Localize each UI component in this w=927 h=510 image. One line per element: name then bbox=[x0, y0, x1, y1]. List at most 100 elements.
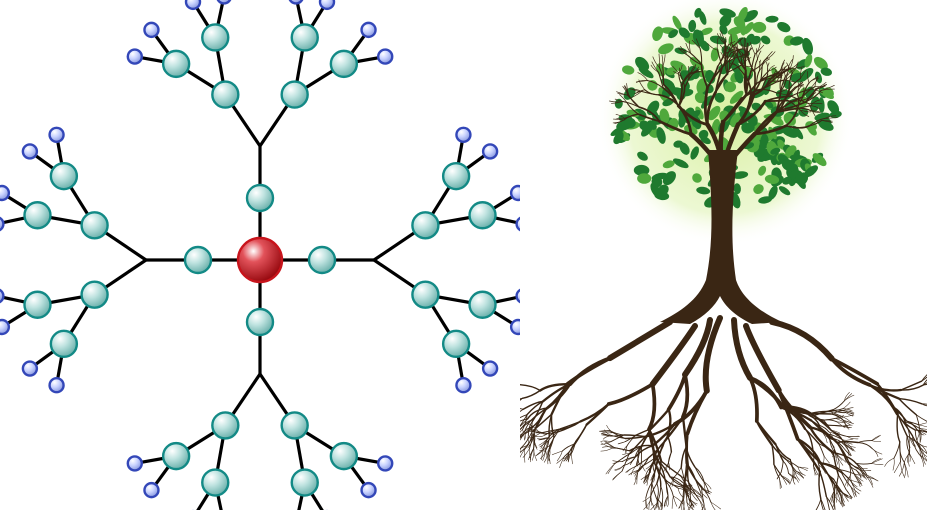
root bbox=[872, 449, 878, 457]
root bbox=[610, 322, 670, 358]
root bbox=[779, 478, 780, 489]
root bbox=[894, 462, 900, 473]
terminal-node bbox=[511, 320, 520, 334]
root bbox=[901, 462, 904, 477]
root bbox=[609, 384, 653, 404]
root bbox=[601, 448, 612, 451]
leaf bbox=[724, 82, 736, 93]
terminal-node bbox=[0, 217, 3, 231]
terminal-node bbox=[0, 320, 9, 334]
root bbox=[919, 423, 927, 425]
generation-1-node bbox=[309, 247, 335, 273]
terminal-node bbox=[144, 483, 158, 497]
terminal-node bbox=[23, 144, 37, 158]
generation-2-node bbox=[282, 82, 308, 108]
root bbox=[811, 414, 832, 415]
terminal-node bbox=[144, 23, 158, 37]
root bbox=[781, 461, 783, 472]
terminal-node bbox=[0, 289, 3, 303]
root bbox=[571, 454, 572, 464]
root bbox=[657, 483, 659, 498]
generation-3-node bbox=[51, 163, 77, 189]
root bbox=[649, 384, 654, 429]
root bbox=[919, 425, 927, 428]
root bbox=[650, 500, 655, 510]
root bbox=[668, 410, 671, 436]
generation-3-node bbox=[202, 24, 228, 50]
terminal-node bbox=[456, 378, 470, 392]
root bbox=[520, 385, 540, 391]
generation-3-node bbox=[163, 443, 189, 469]
generation-3-node bbox=[202, 470, 228, 496]
root bbox=[858, 441, 872, 443]
terminal-node bbox=[362, 483, 376, 497]
terminal-node bbox=[511, 186, 520, 200]
root bbox=[837, 422, 845, 428]
root bbox=[843, 402, 850, 409]
root bbox=[602, 447, 614, 448]
generation-3-node bbox=[163, 51, 189, 77]
generation-1-node bbox=[247, 185, 273, 211]
root bbox=[842, 439, 853, 440]
tree-roots bbox=[520, 318, 927, 510]
root bbox=[858, 468, 867, 469]
generation-2-node bbox=[212, 412, 238, 438]
generation-3-node bbox=[443, 163, 469, 189]
terminal-node bbox=[50, 128, 64, 142]
dendrimer-nodes bbox=[0, 0, 520, 510]
root bbox=[855, 476, 862, 486]
root bbox=[525, 431, 526, 440]
terminal-node bbox=[362, 23, 376, 37]
root bbox=[909, 454, 910, 467]
terminal-node bbox=[23, 362, 37, 376]
terminal-node bbox=[186, 0, 200, 9]
root bbox=[783, 461, 788, 473]
root bbox=[772, 322, 832, 359]
root bbox=[826, 496, 830, 510]
terminal-node bbox=[378, 50, 392, 64]
generation-2-node bbox=[282, 412, 308, 438]
dendrimer-graphic bbox=[0, 0, 520, 510]
terminal-node bbox=[0, 186, 9, 200]
root bbox=[824, 456, 830, 463]
root bbox=[678, 488, 682, 497]
root bbox=[643, 496, 651, 501]
core-node bbox=[238, 238, 282, 282]
generation-2-node bbox=[82, 282, 108, 308]
root bbox=[832, 359, 870, 385]
generation-3-node bbox=[470, 202, 496, 228]
terminal-node bbox=[378, 456, 392, 470]
generation-1-node bbox=[185, 247, 211, 273]
root bbox=[520, 449, 525, 460]
tree-with-roots-illustration bbox=[520, 0, 927, 510]
generation-3-node bbox=[24, 202, 50, 228]
root bbox=[683, 417, 687, 447]
root bbox=[695, 467, 704, 481]
terminal-node bbox=[50, 378, 64, 392]
root bbox=[921, 445, 927, 448]
root bbox=[824, 420, 837, 422]
leaf bbox=[637, 173, 651, 184]
root bbox=[651, 496, 652, 505]
root bbox=[872, 436, 880, 441]
root bbox=[813, 450, 814, 466]
terminal-node bbox=[128, 456, 142, 470]
root bbox=[858, 443, 872, 449]
generation-3-node bbox=[470, 292, 496, 318]
dendrimer-diagram bbox=[0, 0, 520, 510]
root bbox=[575, 425, 587, 444]
root bbox=[638, 458, 649, 472]
generation-3-node bbox=[292, 24, 318, 50]
root bbox=[832, 359, 878, 384]
generation-3-node bbox=[443, 331, 469, 357]
root bbox=[757, 421, 772, 445]
terminal-node bbox=[483, 362, 497, 376]
generation-2-node bbox=[412, 282, 438, 308]
root bbox=[700, 504, 705, 510]
root bbox=[520, 407, 523, 409]
terminal-node bbox=[128, 50, 142, 64]
root bbox=[870, 385, 901, 391]
terminal-node bbox=[456, 128, 470, 142]
root bbox=[819, 472, 821, 499]
root bbox=[867, 475, 873, 484]
